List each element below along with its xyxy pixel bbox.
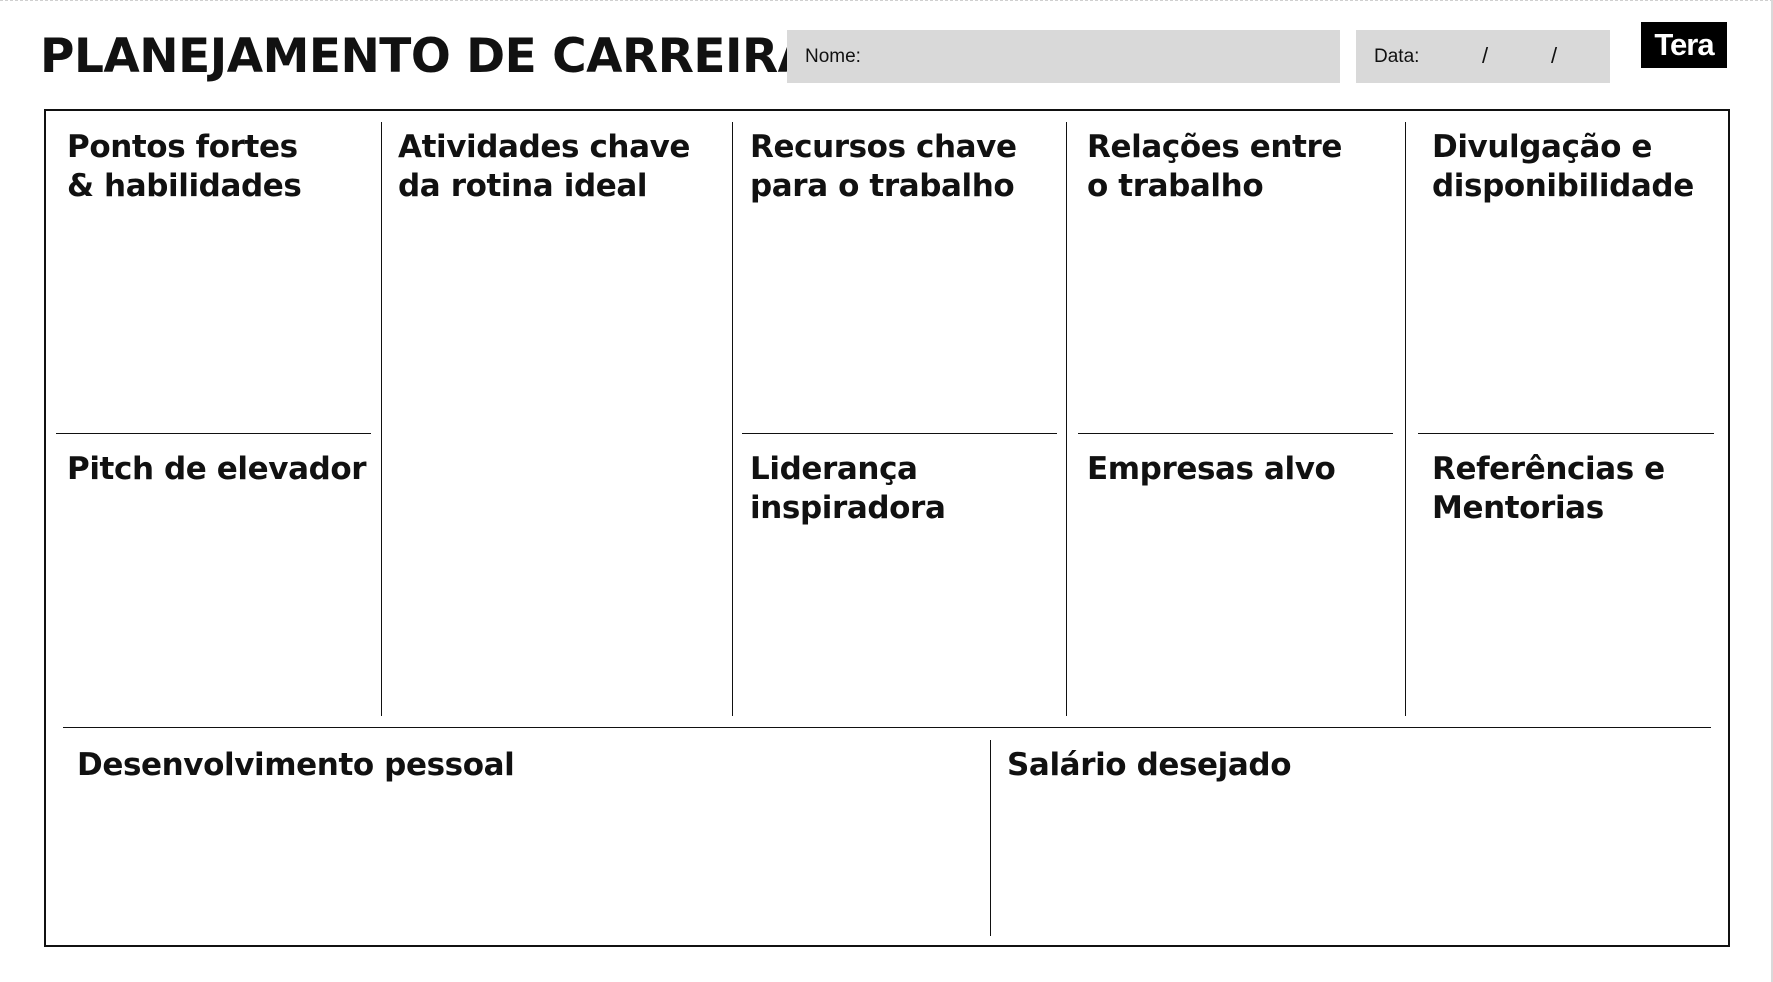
name-label: Nome: xyxy=(805,46,861,67)
section-recursos-chave: Recursos chave para o trabalho xyxy=(750,129,1017,204)
section-atividades-chave: Atividades chave da rotina ideal xyxy=(398,129,691,204)
section-divulgacao: Divulgação e disponibilidade xyxy=(1432,129,1694,204)
section-pitch: Pitch de elevador xyxy=(67,451,367,487)
divider-bottom-col xyxy=(990,740,991,936)
divider-col3-row xyxy=(742,433,1057,434)
name-field[interactable]: Nome: xyxy=(787,30,1340,83)
section-salario: Salário desejado xyxy=(1007,747,1292,783)
divider-col-2 xyxy=(732,122,733,716)
divider-col-3 xyxy=(1066,122,1067,716)
divider-col1-row xyxy=(56,433,371,434)
divider-col-4 xyxy=(1405,122,1406,716)
career-canvas-frame xyxy=(44,109,1730,947)
divider-bottom-section xyxy=(63,727,1711,728)
page-title: PLANEJAMENTO DE CARREIRA xyxy=(40,29,814,84)
divider-col5-row xyxy=(1418,433,1714,434)
tera-logo: Tera xyxy=(1641,22,1727,68)
page-edge-top xyxy=(0,0,1773,1)
page-edge-right xyxy=(1771,0,1773,982)
divider-col-1 xyxy=(381,122,382,716)
section-desenvolvimento: Desenvolvimento pessoal xyxy=(77,747,515,783)
divider-col4-row xyxy=(1078,433,1393,434)
date-separator-1: / xyxy=(1482,43,1489,68)
date-field[interactable]: Data: / / xyxy=(1356,30,1610,83)
section-referencias: Referências e Mentorias xyxy=(1432,451,1665,526)
section-pontos-fortes: Pontos fortes & habilidades xyxy=(67,129,302,204)
section-lideranca: Liderança inspiradora xyxy=(750,451,946,526)
date-separator-2: / xyxy=(1551,43,1558,68)
section-relacoes: Relações entre o trabalho xyxy=(1087,129,1343,204)
date-label: Data: xyxy=(1374,46,1420,67)
section-empresas-alvo: Empresas alvo xyxy=(1087,451,1336,487)
